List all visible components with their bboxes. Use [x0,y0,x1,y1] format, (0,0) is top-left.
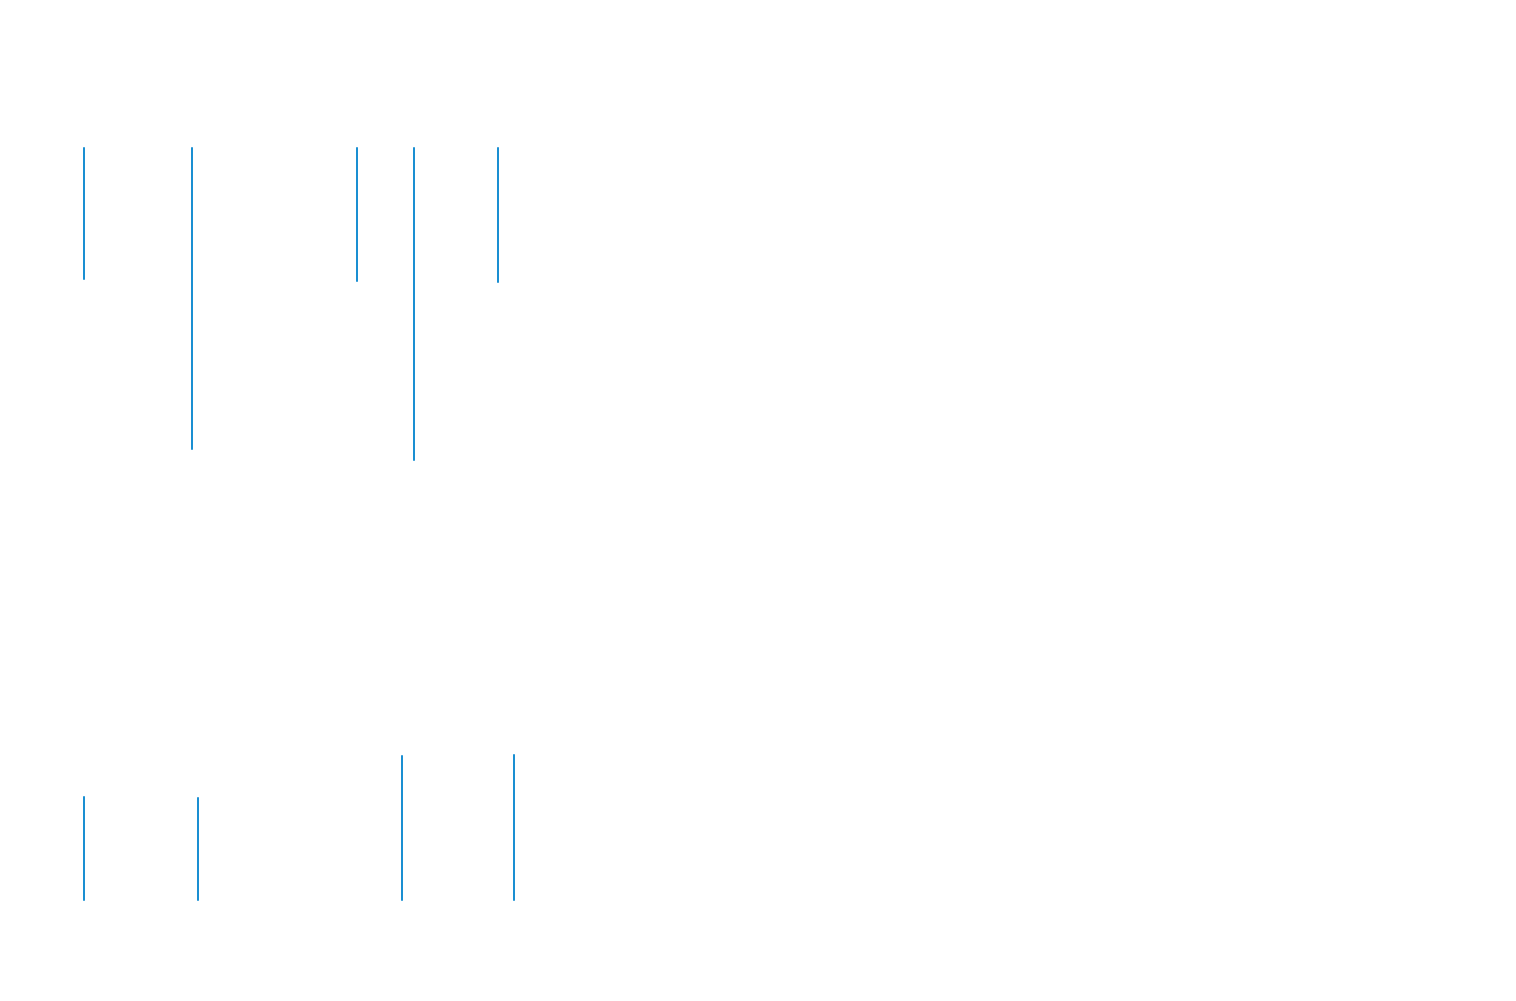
text-caret[interactable] [191,147,193,450]
text-caret[interactable] [413,147,415,461]
text-caret[interactable] [513,754,515,901]
text-caret[interactable] [356,147,358,282]
text-caret[interactable] [497,147,499,283]
text-caret[interactable] [83,147,85,280]
text-caret[interactable] [83,796,85,901]
text-caret[interactable] [197,797,199,901]
text-caret[interactable] [401,755,403,901]
